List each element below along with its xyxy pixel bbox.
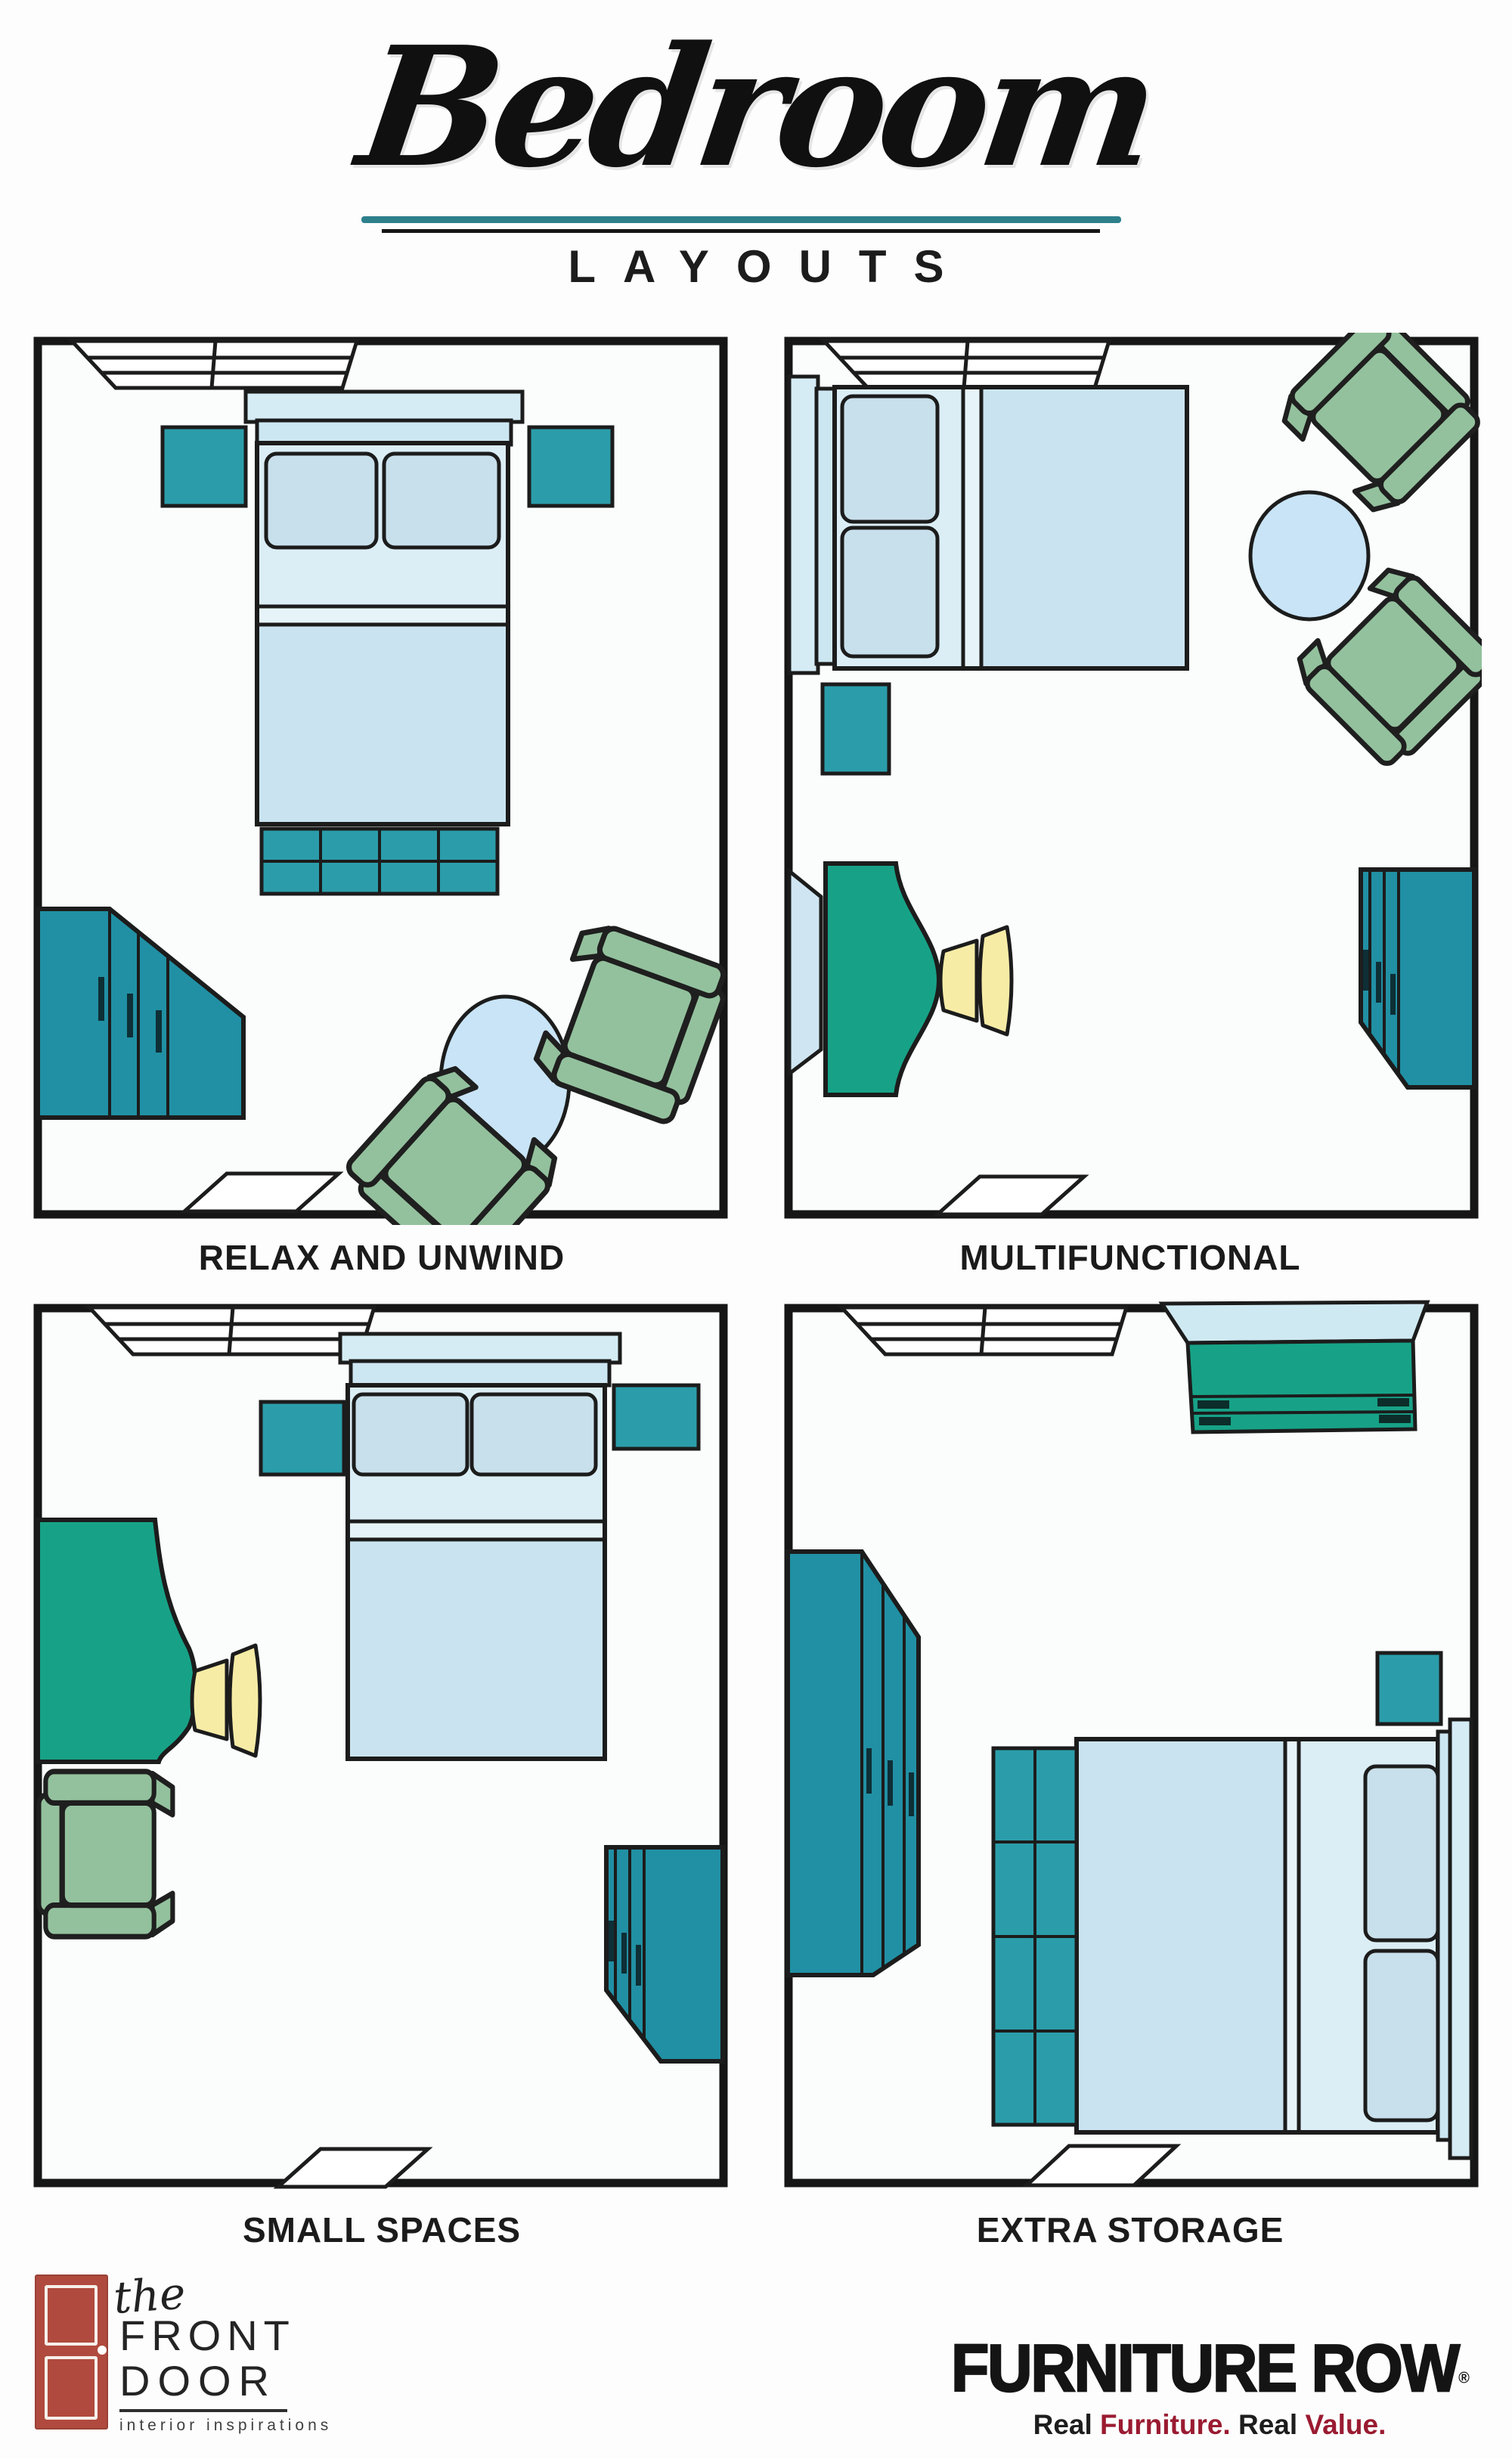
mirror [787, 867, 823, 1078]
window-plan [89, 1307, 374, 1354]
window-plan [824, 341, 1109, 388]
furniture-row-wordmark: FURNITURE ROW® [937, 2330, 1482, 2408]
tagline-part: Furniture. [1100, 2409, 1231, 2440]
door-swing [932, 1174, 1089, 1217]
front-door-logo-rule [119, 2409, 287, 2412]
pillow [469, 1392, 598, 1477]
furniture-row-tagline: Real Furniture. Real Value. [937, 2409, 1482, 2441]
wardrobe [604, 1845, 725, 2064]
front-door-logo-icon [35, 2274, 108, 2430]
pillow [264, 451, 379, 550]
title-underline-teal [361, 216, 1121, 223]
storage-bench [259, 826, 500, 896]
desk-chair [938, 925, 1014, 1037]
pillow [1363, 1949, 1440, 2123]
front-door-logo-front: FRONT [119, 2312, 296, 2359]
floorplan-multifunctional [784, 333, 1482, 1219]
nightstand [612, 1383, 701, 1451]
caption-relax-and-unwind: RELAX AND UNWIND [198, 1238, 565, 1277]
door-swing [273, 2147, 433, 2189]
dresser [1158, 1300, 1430, 1434]
front-door-logo-tagline: interior inspirations [119, 2417, 333, 2434]
nightstand [820, 682, 891, 776]
floorplan-extra-storage [784, 1300, 1479, 2188]
floorplan-small-spaces [33, 1304, 728, 2189]
furniture-row-logo: FURNITURE ROW® Real Furniture. Real Valu… [937, 2330, 1482, 2441]
bed-plan [787, 374, 1189, 675]
furniture-row-name: FURNITURE ROW [950, 2330, 1461, 2407]
tagline-part: Real [1230, 2409, 1306, 2440]
bed-plan [243, 389, 525, 826]
page-title: Bedroom [349, 11, 1163, 204]
armchair [39, 1772, 172, 1937]
nightstand [160, 425, 248, 508]
pillow [352, 1392, 469, 1477]
nightstand [1375, 1651, 1443, 1726]
door-swing [179, 1171, 344, 1214]
desk-chair [190, 1643, 262, 1758]
round-table [1248, 490, 1371, 622]
window-plan [72, 341, 357, 388]
window-plan [841, 1307, 1126, 1354]
caption-multifunctional: MULTIFUNCTIONAL [959, 1238, 1301, 1277]
pillow [382, 451, 501, 550]
pillow [840, 394, 940, 524]
title-underline-black [382, 229, 1100, 233]
pillow [1363, 1764, 1440, 1943]
bed-plan [338, 1332, 622, 1761]
tagline-part: Real [1033, 2409, 1101, 2440]
door-panel [45, 2285, 98, 2346]
door-swing [1021, 2144, 1182, 2188]
page-subtitle: LAYOUTS [568, 241, 971, 292]
wardrobe [36, 907, 246, 1120]
floorplan-relax-and-unwind [33, 336, 733, 1225]
bed-plan [1074, 1717, 1473, 2160]
storage-bench [991, 1746, 1079, 2127]
nightstand [527, 425, 615, 508]
tagline-part: Value. [1305, 2409, 1387, 2440]
door-panel [45, 2356, 98, 2420]
caption-extra-storage: EXTRA STORAGE [976, 2210, 1284, 2250]
pillow [840, 526, 940, 659]
wardrobe [785, 1549, 921, 1977]
front-door-logo-door: DOOR [119, 2357, 277, 2405]
caption-small-spaces: SMALL SPACES [242, 2210, 522, 2250]
wardrobe [1359, 867, 1476, 1090]
registered-mark: ® [1458, 2369, 1470, 2387]
door-knob-icon [98, 2346, 107, 2355]
nightstand [259, 1400, 346, 1477]
